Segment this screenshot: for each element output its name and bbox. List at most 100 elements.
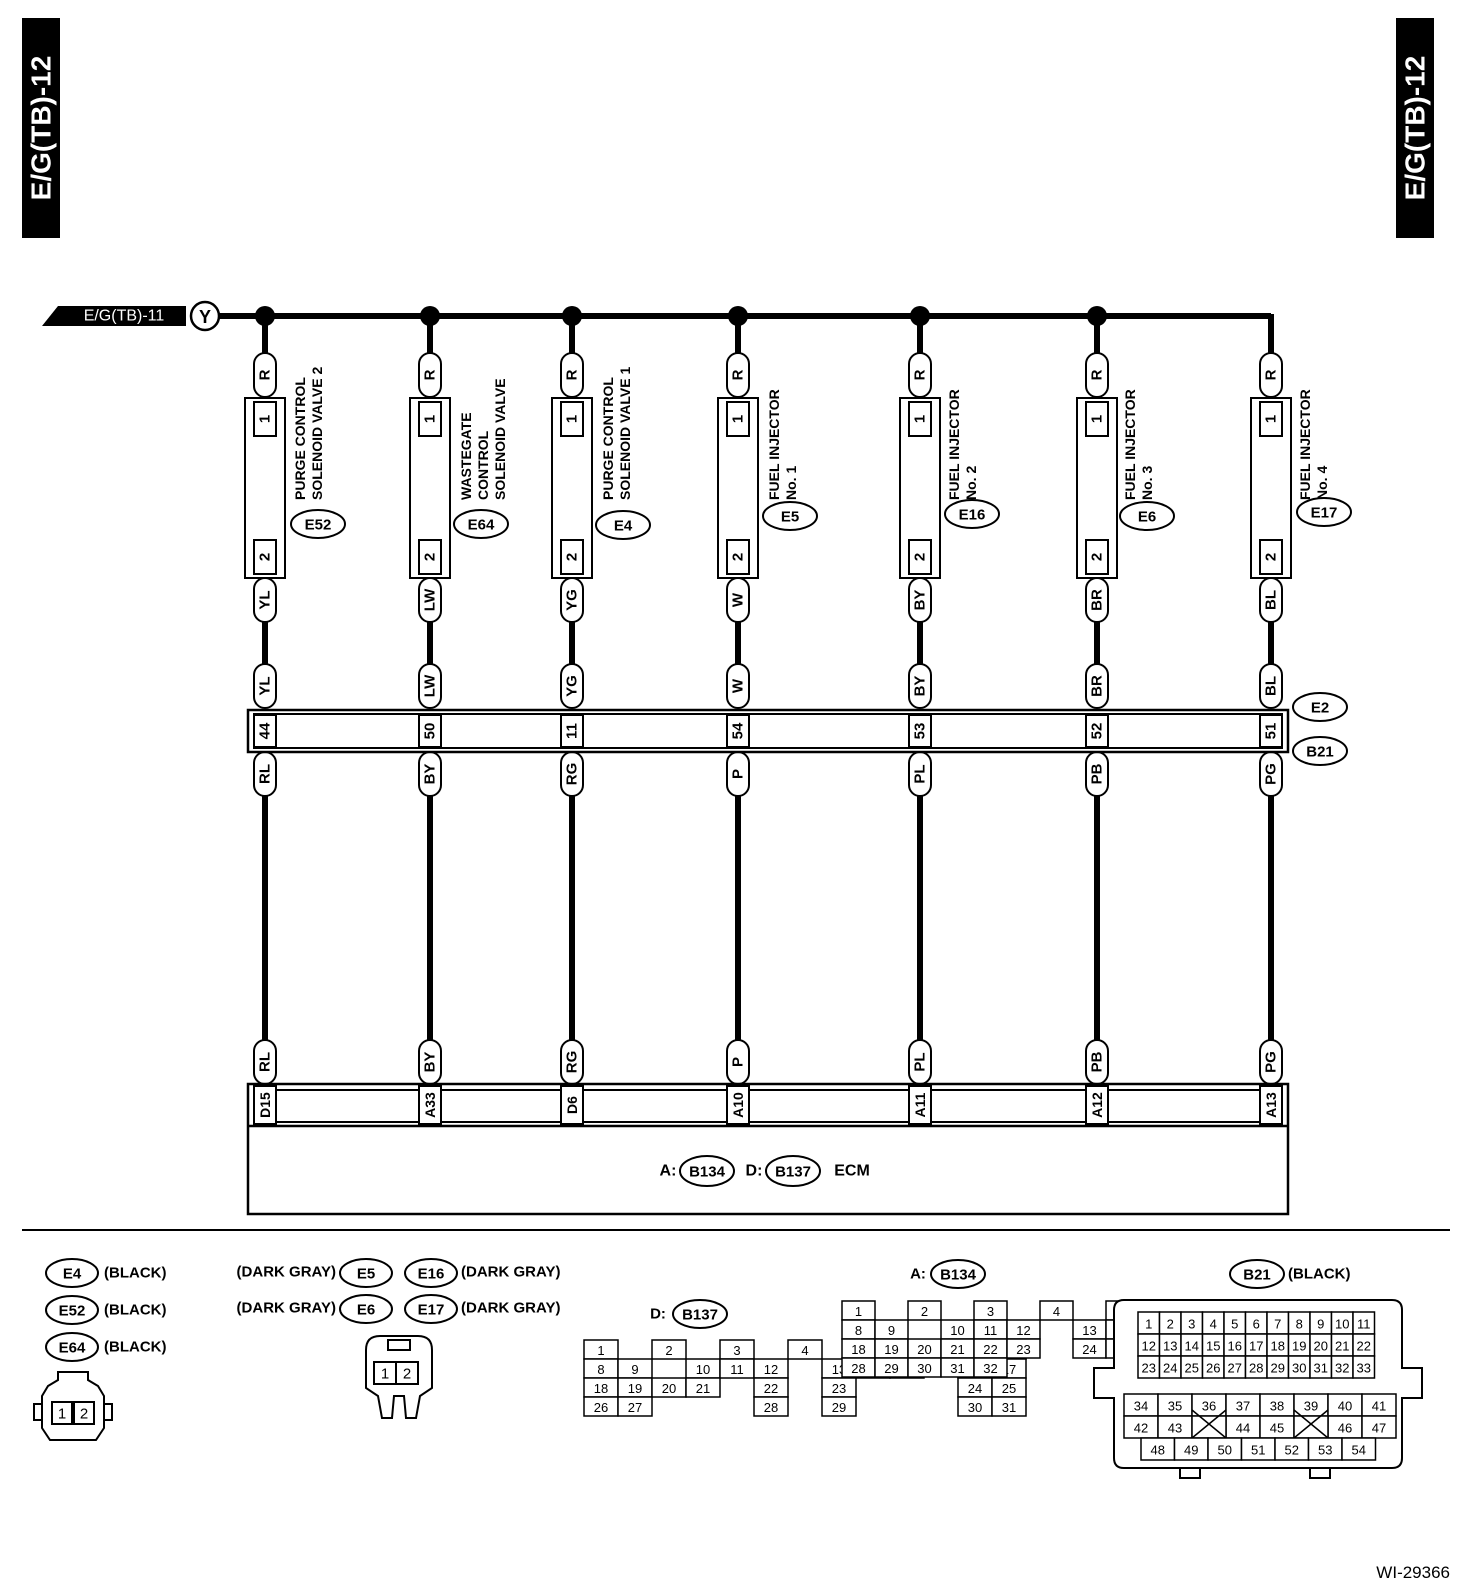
b21-pin: 30: [1292, 1361, 1306, 1376]
component-name: SOLENOID VALVE 2: [309, 367, 325, 500]
b21-legend-outline: [1229, 1259, 1285, 1289]
jc-pin-box: [908, 714, 932, 748]
joint-connector-lower-outline: [1292, 736, 1348, 766]
wire-color-tag-text: BY: [912, 676, 929, 697]
component-connector-outline: [1119, 501, 1175, 531]
component-connector-outline: [453, 509, 509, 539]
pin-number: 1: [257, 415, 274, 423]
wire-color-tag-text: YG: [564, 675, 581, 697]
component-connector-outline: [595, 510, 651, 540]
wire-color-tag-text: PL: [912, 764, 929, 783]
b137-pin: 25: [1002, 1381, 1016, 1396]
pin-number: 1: [1089, 415, 1106, 423]
b21-pin: 27: [1228, 1361, 1242, 1376]
ecm-pin-box: [726, 1085, 750, 1125]
b21-pin: 40: [1338, 1399, 1352, 1414]
component-connector-label: E16: [959, 507, 986, 524]
wire-color-tag-outline: [908, 577, 932, 623]
component-connector-label: E17: [1311, 505, 1338, 522]
b134-pin: 19: [884, 1342, 898, 1357]
power-source-arrow: [42, 306, 186, 326]
b134-pin: 10: [950, 1323, 964, 1338]
b134-legend-label: B134: [940, 1267, 977, 1284]
component-name: No. 4: [1314, 466, 1330, 500]
pin-box: [908, 539, 932, 575]
b21-pin: 8: [1296, 1317, 1303, 1332]
pin-box: [253, 539, 277, 575]
wire-color-tag-text: BY: [422, 1052, 439, 1073]
wire-color-tag-text: BR: [1089, 675, 1106, 697]
legend-color: (DARK GRAY): [237, 1264, 336, 1281]
pin-number: 2: [730, 553, 747, 561]
small-connector-pin-label: 2: [80, 1406, 88, 1423]
component-name: PURGE CONTROL: [292, 377, 308, 500]
component-connector-label: E64: [468, 517, 495, 534]
b21-pin: 28: [1249, 1361, 1263, 1376]
injector-connector-pin-label: 1: [381, 1366, 389, 1383]
component-name: SOLENOID VALVE 1: [617, 367, 633, 500]
wire-color-tag-outline: [560, 663, 584, 709]
b21-pin: 42: [1134, 1421, 1148, 1436]
wire-color-tag-text: PG: [1263, 763, 1280, 785]
b134-pin: 4: [1053, 1304, 1060, 1319]
ecm-pin-number: A11: [912, 1092, 928, 1117]
wire-color-tag-text: YG: [564, 589, 581, 611]
b21-pin: 26: [1206, 1361, 1220, 1376]
jc-pin-number: 50: [422, 723, 439, 740]
b137-cell: [617, 1396, 653, 1417]
component-connector-outline: [1296, 497, 1352, 527]
ecm-pin-number: A13: [1263, 1092, 1279, 1118]
component-name: No. 3: [1139, 466, 1155, 500]
legend-conn-label: E52: [59, 1303, 86, 1320]
pin-number: 1: [564, 415, 581, 423]
pin-number: 2: [1089, 553, 1106, 561]
wire-color-tag-text: RG: [564, 1051, 581, 1074]
b21-pin: 33: [1357, 1361, 1371, 1376]
component-connector-label: E52: [305, 517, 332, 534]
ecm-pin-number: D15: [257, 1092, 273, 1118]
b134-pin: 30: [917, 1361, 931, 1376]
component-name: SOLENOID VALVE: [492, 378, 508, 500]
b21-pin: 4: [1210, 1317, 1217, 1332]
ecm-connector-d-outline: [765, 1155, 821, 1187]
b21-pin: 2: [1167, 1317, 1174, 1332]
wire-color-tag-text: R: [912, 369, 929, 380]
component-connector-outline: [290, 509, 346, 539]
b137-cell: [991, 1396, 1027, 1417]
b137-cell: [753, 1396, 789, 1417]
b21-pin: 16: [1228, 1339, 1242, 1354]
b134-legend-outline: [930, 1259, 986, 1289]
b21-pin: 54: [1352, 1443, 1366, 1458]
joint-connector-inner: [253, 713, 1283, 749]
b137-cell: [685, 1377, 721, 1398]
pin-box: [1259, 401, 1283, 437]
pin-number: 1: [422, 415, 439, 423]
b137-pin: 23: [832, 1381, 846, 1396]
b21-pin: 9: [1317, 1317, 1324, 1332]
b134-pin: 32: [983, 1361, 997, 1376]
legend-color: (BLACK): [104, 1302, 166, 1319]
small-connector-latch: [103, 1403, 113, 1421]
legend-color: (DARK GRAY): [237, 1300, 336, 1317]
b21-color: (BLACK): [1288, 1266, 1350, 1283]
jc-pin-number: 44: [257, 722, 274, 739]
b21-pin: 32: [1335, 1361, 1349, 1376]
b21-connector-key: [1309, 1467, 1331, 1479]
b134-pin: 12: [1016, 1323, 1030, 1338]
ecm-pin-box: [253, 1085, 277, 1125]
joint-connector-outer: [246, 708, 1290, 754]
pin-number: 1: [1263, 415, 1280, 423]
b21-pin: 53: [1318, 1443, 1332, 1458]
b21-pin: 12: [1142, 1339, 1156, 1354]
b21-pin: 35: [1168, 1399, 1182, 1414]
b137-pin: 24: [968, 1381, 982, 1396]
legend-conn-label: E6: [357, 1302, 375, 1319]
b21-pin: 45: [1270, 1421, 1284, 1436]
ecm-connector-d-label: B137: [775, 1164, 811, 1181]
legend-conn-outline: [45, 1332, 99, 1362]
page-tab-right-text: E/G(TB)-12: [1400, 56, 1431, 201]
legend-conn-label: E4: [63, 1266, 82, 1283]
b21-pin: 24: [1163, 1361, 1177, 1376]
b134-pin: 29: [884, 1361, 898, 1376]
